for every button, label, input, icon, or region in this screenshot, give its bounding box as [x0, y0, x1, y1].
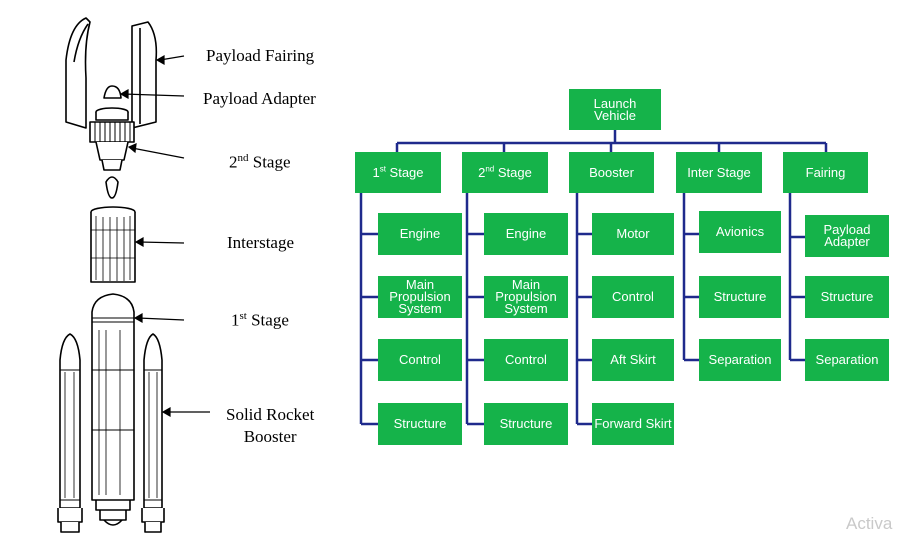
node-booster: Booster [569, 152, 654, 193]
node-booster-forward-skirt: Forward Skirt [592, 403, 674, 445]
node-1st-stage-engine: Engine [378, 213, 462, 255]
node-1st-stage-structure: Structure [378, 403, 462, 445]
node-2nd-stage-control: Control [484, 339, 568, 381]
second-stage-part [89, 107, 135, 199]
node-booster-motor: Motor [592, 213, 674, 255]
label-second-stage: 2nd Stage [229, 152, 291, 172]
node-1st-stage: 1st Stage [355, 152, 441, 193]
node-inter-stage-separation: Separation [699, 339, 781, 381]
first-stage-part [91, 293, 135, 526]
node-2nd-stage-structure: Structure [484, 403, 568, 445]
node-fairing-structure: Structure [805, 276, 889, 318]
fairing-half-left [65, 17, 91, 129]
node-1st-stage-control: Control [378, 339, 462, 381]
node-inter-stage-structure: Structure [699, 276, 781, 318]
label-first-stage: 1st Stage [231, 310, 289, 330]
rocket-exploded-drawing [57, 17, 210, 533]
label-interstage: Interstage [227, 233, 295, 252]
node-inter-stage-avionics: Avionics [699, 211, 781, 253]
srb-right-part [141, 333, 165, 533]
node-inter-stage: Inter Stage [676, 152, 762, 193]
node-fairing-separation: Separation [805, 339, 889, 381]
node-2nd-stage: 2nd Stage [462, 152, 548, 193]
activation-watermark: Activa [846, 514, 893, 533]
label-solid-rocket-booster: Solid Rocket Booster [226, 405, 315, 446]
node-booster-aft-skirt: Aft Skirt [592, 339, 674, 381]
srb-left-part [57, 333, 83, 533]
label-payload-fairing: Payload Fairing [206, 46, 315, 65]
node-2nd-stage-engine: Engine [484, 213, 568, 255]
node-fairing: Fairing [783, 152, 868, 193]
label-payload-adapter: Payload Adapter [203, 89, 316, 108]
interstage-part [90, 206, 136, 283]
node-booster-control: Control [592, 276, 674, 318]
